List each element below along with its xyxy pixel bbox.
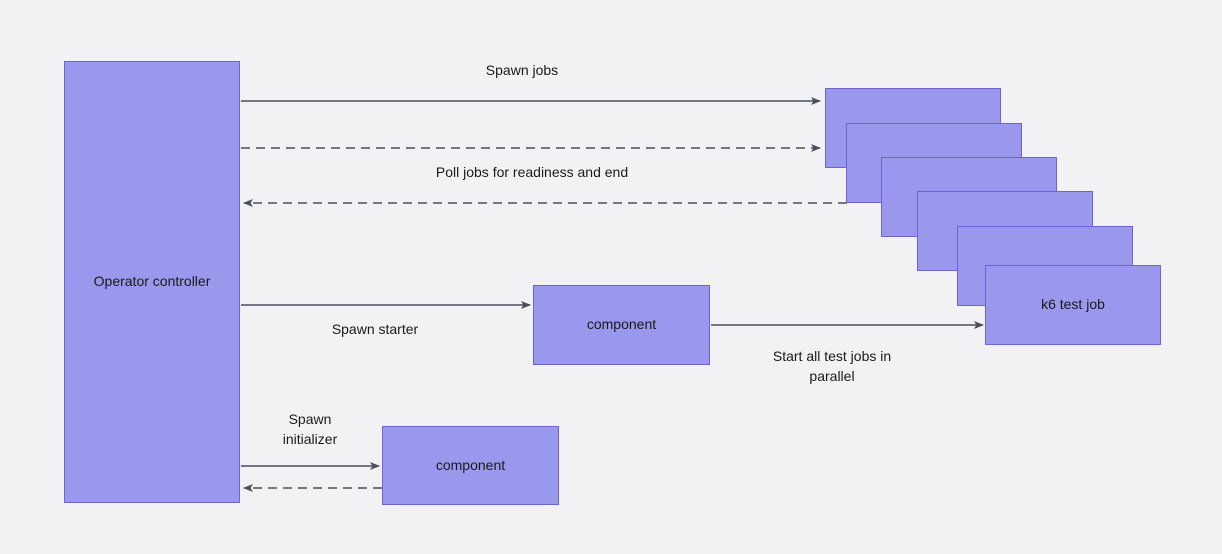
node-test-job-label: k6 test job bbox=[1041, 296, 1105, 313]
node-starter-component[interactable]: component bbox=[533, 285, 710, 365]
node-test-job-card-front[interactable]: k6 test job bbox=[985, 265, 1161, 345]
node-initializer-component-label: component bbox=[435, 456, 506, 473]
node-initializer-component[interactable]: component bbox=[382, 426, 559, 505]
node-operator-controller-label: Operator controller bbox=[93, 273, 211, 290]
node-operator-controller[interactable]: Operator controller bbox=[64, 61, 240, 503]
node-starter-component-label: component bbox=[586, 316, 657, 333]
